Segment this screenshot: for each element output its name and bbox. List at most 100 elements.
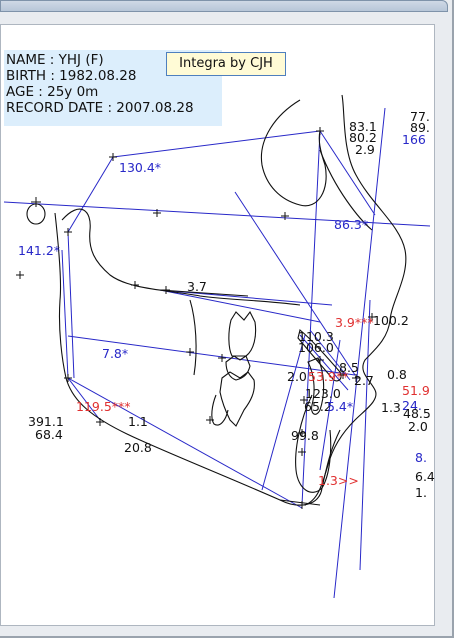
ramus-line-2 — [61, 249, 69, 379]
value-0-8: 0.8 — [387, 367, 407, 382]
patient-record-date: RECORD DATE : 2007.08.28 — [6, 100, 194, 116]
landmark-pt — [153, 209, 161, 217]
value-68-4: 68.4 — [35, 427, 63, 442]
ramus-tangent — [67, 377, 101, 421]
landmark-sn — [186, 348, 194, 356]
value-77: 77. — [410, 109, 430, 124]
value-24: 24. — [402, 398, 422, 413]
value-89: 89. — [410, 120, 430, 135]
value-100-2: 100.2 — [373, 313, 409, 328]
landmark-ans — [162, 286, 170, 294]
landmark-a — [316, 356, 324, 364]
soft-tissue-line — [359, 299, 371, 571]
measurement-values: 83.1 80.2 2.9 77. 89. 166 130.4* 86.3* 1… — [18, 109, 435, 500]
value-106-0: 106.0 — [298, 340, 334, 355]
lower-molar-outline — [219, 371, 255, 427]
incisor-line-2 — [319, 339, 341, 471]
landmark-ui — [339, 371, 347, 379]
value-141-2: 141.2* — [18, 243, 60, 258]
landmark-ar — [16, 271, 24, 279]
mandibular-plane — [67, 377, 303, 509]
incisor-upper-outline — [297, 329, 342, 382]
ramus-line-1 — [67, 231, 75, 379]
value-80-2: 80.2 — [349, 130, 377, 145]
patient-birth: BIRTH : 1982.08.28 — [6, 68, 137, 84]
value-123-0: 123.0 — [305, 386, 341, 401]
value-1-3: 1.3 — [381, 400, 401, 415]
value-2-9: 2.9 — [355, 142, 375, 157]
posterior-face-line — [67, 156, 114, 233]
incisor-line-1 — [261, 334, 306, 491]
incisor-lower-outline — [307, 357, 325, 415]
landmark-pm — [298, 448, 306, 456]
palatal-line — [67, 335, 356, 376]
value-7-8: 7.8* — [102, 346, 128, 361]
landmark-sella — [109, 153, 117, 161]
value-1: 1. — [415, 485, 427, 500]
value-99-8: 99.8 — [291, 428, 319, 443]
value-119-5: 119.5*** — [76, 399, 131, 414]
maxilla-outline — [61, 208, 301, 306]
value-20-8: 20.8 — [124, 440, 152, 455]
e-line — [333, 107, 386, 599]
landmarks — [16, 127, 376, 509]
anatomical-outlines — [26, 94, 407, 506]
facial-line — [301, 130, 321, 506]
value-3-9: 3.9*** — [335, 315, 374, 330]
landmark-ag — [96, 418, 104, 426]
landmark-porion — [31, 197, 41, 207]
value-48-5: 48.5 — [403, 406, 431, 421]
landmark-nasion — [316, 127, 324, 135]
value-83-1: 83.1 — [349, 119, 377, 134]
y-axis — [234, 191, 356, 376]
landmark-mo — [218, 354, 226, 362]
landmark-b — [300, 396, 308, 404]
value-2-0: 2.0 — [287, 369, 307, 384]
landmark-pns — [131, 281, 139, 289]
value-8-5: 8.5 — [339, 360, 359, 375]
symphysis-outline — [295, 394, 332, 493]
value-2-7: 2.7 — [354, 373, 374, 388]
value-8: 8. — [415, 450, 427, 465]
value-1-3-arrow: 1.3>> — [318, 473, 359, 488]
orbit-outline — [260, 99, 327, 207]
value-2-0b: 2.0 — [408, 419, 428, 434]
value-391-1: 391.1 — [28, 414, 64, 429]
value-86-3: 86.3* — [334, 217, 368, 232]
occlusal-line-2 — [159, 289, 321, 323]
landmark-li — [206, 416, 214, 424]
value-166: 166 — [402, 132, 426, 147]
premolar-outline — [225, 355, 251, 381]
nasion-sella-line — [112, 130, 321, 158]
patient-name: NAME : YHJ (F) — [6, 52, 104, 68]
nasal-outline — [319, 149, 373, 231]
landmark-basion — [64, 228, 72, 236]
patient-age: AGE : 25y 0m — [6, 84, 99, 100]
value-65-2: 65.2 — [304, 399, 332, 414]
ramus-outline — [189, 299, 197, 376]
landmark-go — [64, 374, 72, 382]
incisor-line-4 — [299, 334, 349, 391]
mandible-base — [279, 499, 321, 506]
value-1-1: 1.1 — [128, 414, 148, 429]
sn-line — [3, 201, 431, 227]
value-5-4: 5.4* — [327, 399, 353, 414]
value-3-7: 3.7 — [187, 279, 207, 294]
landmark-ls — [352, 374, 360, 382]
window-title-bar[interactable] — [0, 0, 448, 12]
landmark-or — [281, 212, 289, 220]
analysis-lines — [3, 107, 431, 599]
landmark-me — [298, 501, 306, 509]
palatal-shelf — [159, 289, 249, 297]
brand-badge: Integra by CJH — [166, 52, 286, 76]
value-51-9: 51.9 — [402, 383, 430, 398]
value-130-4: 130.4* — [119, 160, 161, 175]
soft-tissue-profile — [304, 94, 407, 506]
nasion-perpendicular — [319, 130, 376, 216]
landmark-pog — [298, 429, 306, 437]
landmark-prn — [368, 313, 376, 321]
upper-molar-outline — [228, 310, 257, 357]
value-53-9: 53.9** — [308, 369, 348, 384]
